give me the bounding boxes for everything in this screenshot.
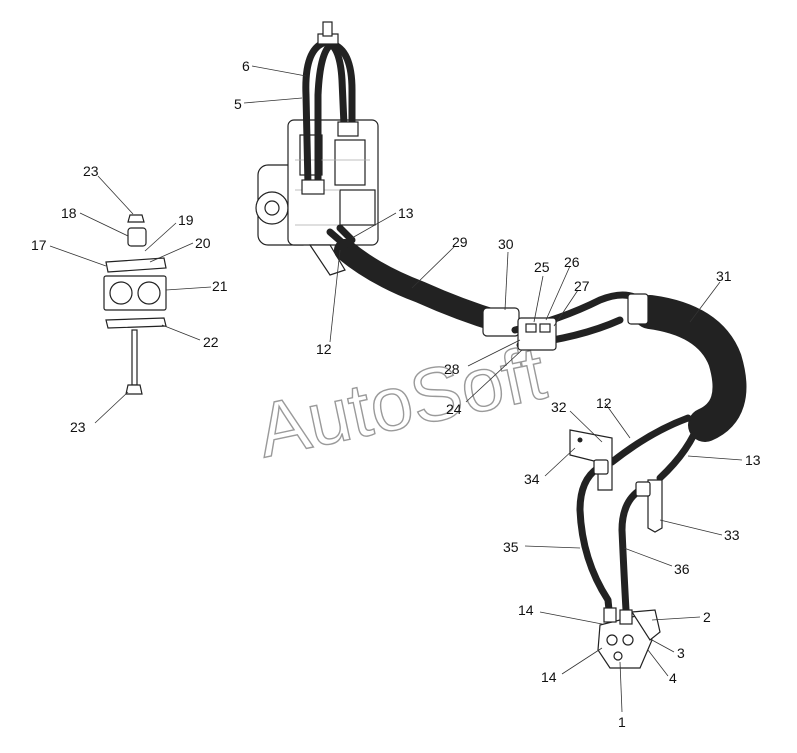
label-23-bottom: 23 xyxy=(70,419,86,435)
label-20: 20 xyxy=(195,235,211,251)
label-33: 33 xyxy=(724,527,740,543)
label-22: 22 xyxy=(203,334,219,350)
label-26: 26 xyxy=(564,254,580,270)
valve-block xyxy=(597,607,661,669)
clamp-exploded-view xyxy=(103,214,167,395)
main-hoses xyxy=(326,224,644,351)
hoses-5-6 xyxy=(301,21,359,195)
label-17: 17 xyxy=(31,237,47,253)
callout-labels: 6 5 23 18 19 20 17 21 22 23 13 12 29 30 … xyxy=(31,58,761,730)
hoses-35-36 xyxy=(576,459,651,629)
label-25: 25 xyxy=(534,259,550,275)
label-24: 24 xyxy=(446,401,462,417)
label-23-top: 23 xyxy=(83,163,99,179)
label-13-top: 13 xyxy=(398,205,414,221)
watermark: AutoSoft xyxy=(250,330,553,474)
label-31: 31 xyxy=(716,268,732,284)
label-36: 36 xyxy=(674,561,690,577)
label-35: 35 xyxy=(503,539,519,555)
label-1: 1 xyxy=(618,714,626,730)
label-5: 5 xyxy=(234,96,242,112)
label-6: 6 xyxy=(242,58,250,74)
label-19: 19 xyxy=(178,212,194,228)
label-14-top: 14 xyxy=(518,602,534,618)
label-34: 34 xyxy=(524,471,540,487)
label-18: 18 xyxy=(61,205,77,221)
label-12-right: 12 xyxy=(596,395,612,411)
brackets xyxy=(569,429,663,533)
label-14-bottom: 14 xyxy=(541,669,557,685)
label-12-top: 12 xyxy=(316,341,332,357)
label-29: 29 xyxy=(452,234,468,250)
label-28: 28 xyxy=(444,361,460,377)
label-3: 3 xyxy=(677,645,685,661)
label-21: 21 xyxy=(212,278,228,294)
hose-31-loop xyxy=(608,293,747,482)
leader-lines xyxy=(49,65,743,713)
label-30: 30 xyxy=(498,236,514,252)
label-32: 32 xyxy=(551,399,567,415)
label-27: 27 xyxy=(574,278,590,294)
label-4: 4 xyxy=(669,670,677,686)
label-13-right: 13 xyxy=(745,452,761,468)
label-2: 2 xyxy=(703,609,711,625)
